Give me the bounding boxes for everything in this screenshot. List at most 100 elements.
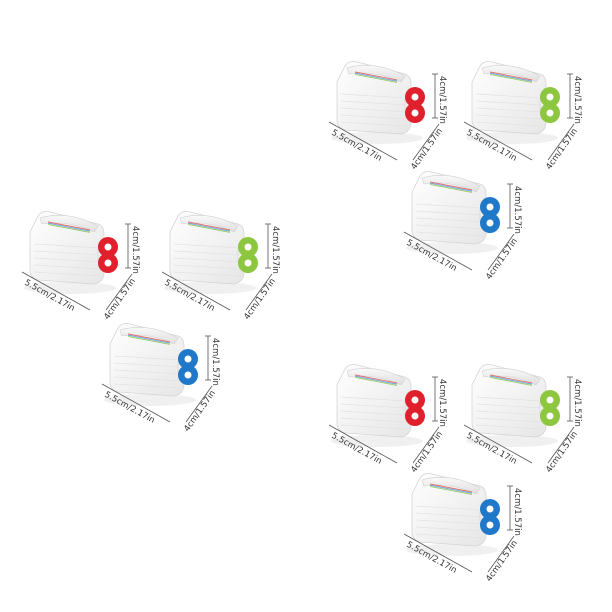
- slot-stripe: [489, 375, 533, 385]
- key-hole: [244, 243, 252, 251]
- key-hole: [244, 259, 252, 267]
- body-rib: [415, 512, 483, 518]
- slot-stripe: [489, 71, 533, 81]
- slot-stripe: [187, 223, 231, 233]
- height-label: 4cm/1.57in: [270, 226, 280, 274]
- body-rib: [415, 533, 483, 539]
- unit-shadow: [331, 132, 423, 144]
- body-rib: [173, 243, 241, 249]
- key-hole: [486, 505, 494, 513]
- body-rib: [475, 424, 543, 430]
- body-rib: [415, 224, 483, 230]
- body-rib: [415, 231, 483, 237]
- depth-dimension-line: [487, 535, 515, 573]
- body-rib: [340, 114, 408, 120]
- height-label: 4cm/1.57in: [437, 379, 447, 427]
- height-label: 4cm/1.57in: [437, 76, 447, 124]
- depth-dimension-line: [245, 273, 273, 311]
- body-rib: [340, 410, 408, 416]
- depth-dimension-line: [185, 385, 213, 423]
- body-rib: [113, 383, 181, 389]
- slot-stripe: [354, 73, 398, 83]
- width-dimension-line: [21, 271, 91, 311]
- width-dimension-line: [403, 533, 473, 573]
- key-hole: [546, 93, 554, 101]
- width-dimension-line: [463, 424, 533, 464]
- body-rib: [33, 264, 101, 270]
- slot-stripe: [429, 485, 473, 495]
- body-rib: [475, 396, 543, 402]
- body-rib: [475, 107, 543, 113]
- body-rib: [415, 505, 483, 511]
- slot-stripe: [429, 484, 473, 494]
- height-label: 4cm/1.57in: [512, 186, 522, 234]
- unit-shadow: [406, 242, 498, 254]
- unit-shadow: [466, 132, 558, 144]
- unit-shadow: [104, 394, 196, 406]
- body-rib: [113, 355, 181, 361]
- width-dimension-line: [463, 121, 533, 161]
- body-rib: [113, 376, 181, 382]
- key-hole: [104, 259, 112, 267]
- width-dimension-line: [328, 424, 398, 464]
- body-rib: [475, 100, 543, 106]
- depth-label: 4cm/1.57in: [102, 277, 138, 322]
- body-rib: [173, 271, 241, 277]
- body-rib: [415, 210, 483, 216]
- body-rib: [415, 519, 483, 525]
- height-label: 4cm/1.57in: [512, 488, 522, 536]
- body-rib: [33, 257, 101, 263]
- height-label: 4cm/1.57in: [572, 379, 582, 427]
- key-hole: [546, 412, 554, 420]
- slot-stripe: [127, 335, 171, 345]
- depth-dimension-line: [105, 273, 133, 311]
- slot-stripe: [187, 221, 231, 231]
- depth-dimension-line: [547, 123, 575, 161]
- body-rib: [113, 369, 181, 375]
- depth-label: 4cm/1.57in: [484, 237, 520, 282]
- key-hole: [184, 355, 192, 363]
- height-label: 4cm/1.57in: [130, 226, 140, 274]
- key-hole: [411, 109, 419, 117]
- body-rib: [475, 121, 543, 127]
- body-rib: [415, 217, 483, 223]
- width-dimension-line: [328, 121, 398, 161]
- slot-stripe: [354, 374, 398, 384]
- body-rib: [340, 121, 408, 127]
- slot-stripe: [489, 376, 533, 386]
- slot-stripe: [47, 221, 91, 231]
- body-rib: [475, 114, 543, 120]
- key-hole: [411, 412, 419, 420]
- height-label: 4cm/1.57in: [572, 76, 582, 124]
- body-rib: [33, 243, 101, 249]
- depth-label: 4cm/1.57in: [242, 277, 278, 322]
- key-hole: [486, 521, 494, 529]
- depth-dimension-line: [487, 233, 515, 271]
- depth-label: 4cm/1.57in: [484, 539, 520, 584]
- key-hole: [546, 396, 554, 404]
- unit-shadow: [164, 282, 256, 294]
- depth-dimension-line: [412, 123, 440, 161]
- width-dimension-line: [161, 271, 231, 311]
- slot-stripe: [429, 182, 473, 192]
- slot-stripe: [489, 374, 533, 384]
- body-rib: [173, 250, 241, 256]
- body-rib: [475, 417, 543, 423]
- slot-stripe: [354, 71, 398, 81]
- body-rib: [340, 93, 408, 99]
- body-rib: [340, 417, 408, 423]
- depth-label: 4cm/1.57in: [409, 430, 445, 475]
- slot-stripe: [489, 73, 533, 83]
- slot-stripe: [354, 376, 398, 386]
- body-rib: [475, 93, 543, 99]
- body-rib: [113, 362, 181, 368]
- body-rib: [173, 264, 241, 270]
- depth-dimension-line: [547, 426, 575, 464]
- unit-shadow: [406, 544, 498, 556]
